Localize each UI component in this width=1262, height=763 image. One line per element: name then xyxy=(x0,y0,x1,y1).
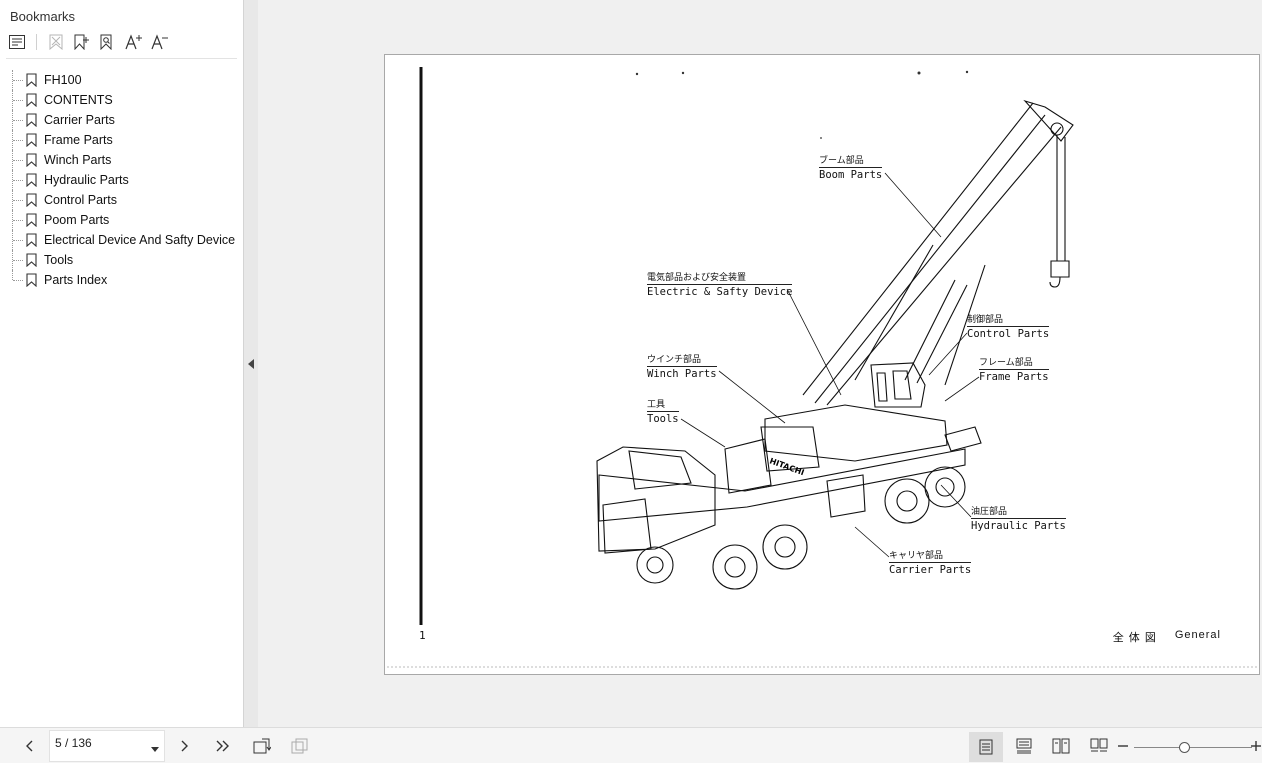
printed-page-number: 1 xyxy=(419,629,426,642)
two-page-icon xyxy=(1052,738,1070,754)
bookmark-label: Poom Parts xyxy=(44,213,110,227)
page-dropdown-icon[interactable] xyxy=(151,747,159,752)
enlarge-text-icon[interactable] xyxy=(123,32,145,52)
zoom-in-button[interactable] xyxy=(1250,736,1262,756)
panel-collapse-handle[interactable] xyxy=(244,0,258,727)
continuous-view-button[interactable] xyxy=(1013,736,1035,756)
bookmark-label: Parts Index xyxy=(44,273,108,287)
footer-jp: 全 体 図 xyxy=(1112,632,1157,644)
last-page-button[interactable] xyxy=(212,736,234,756)
rotate-icon xyxy=(253,738,271,754)
bookmark-label: Winch Parts xyxy=(44,153,112,167)
bookmark-icon xyxy=(24,92,38,108)
double-chevron-right-icon xyxy=(216,740,229,752)
bookmark-icon xyxy=(24,272,38,288)
previous-page-button[interactable] xyxy=(18,736,40,756)
footer-en: General xyxy=(1174,629,1221,641)
bookmark-label: Tools xyxy=(44,253,74,267)
delete-bookmark-icon[interactable] xyxy=(45,32,67,52)
bookmark-item[interactable]: Tools xyxy=(12,250,235,270)
zoom-slider-track[interactable] xyxy=(1134,747,1252,748)
page-footer-title: 全 体 図 General xyxy=(1113,629,1221,645)
bookmark-item[interactable]: FH100 xyxy=(12,70,235,90)
bookmark-icon xyxy=(24,192,38,208)
bookmark-item[interactable]: Carrier Parts xyxy=(12,110,235,130)
single-page-view-button[interactable] xyxy=(969,732,1003,762)
bookmark-icon xyxy=(24,112,38,128)
bookmark-label: Electrical Device And Safty Device xyxy=(44,233,236,247)
bookmark-label: FH100 xyxy=(44,73,82,87)
page-number-field[interactable]: 5 / 136 xyxy=(49,730,165,762)
bookmark-item[interactable]: Winch Parts xyxy=(12,150,235,170)
single-page-icon xyxy=(979,739,993,755)
zoom-slider-thumb[interactable] xyxy=(1178,742,1190,753)
bookmark-icon xyxy=(24,212,38,228)
plus-icon xyxy=(1251,741,1261,751)
bookmark-item[interactable]: Control Parts xyxy=(12,190,235,210)
zoom-out-button[interactable] xyxy=(1117,736,1129,756)
bookmark-icon xyxy=(24,172,38,188)
bookmark-label: Frame Parts xyxy=(44,133,113,147)
page-indicator: 5 / 136 xyxy=(55,736,92,750)
chevron-right-icon xyxy=(181,740,188,752)
two-page-view-button[interactable] xyxy=(1050,736,1072,756)
continuous-page-icon xyxy=(1016,738,1032,754)
bookmarks-toolbar xyxy=(6,32,175,52)
panel-title: Bookmarks xyxy=(10,9,76,24)
bookmark-label: Control Parts xyxy=(44,193,117,207)
bookmark-icon xyxy=(24,252,38,268)
outline-options-icon[interactable] xyxy=(6,32,28,52)
bookmark-label: Carrier Parts xyxy=(44,113,115,127)
bookmark-label: CONTENTS xyxy=(44,93,113,107)
bookmark-item[interactable]: CONTENTS xyxy=(12,90,235,110)
truck-brand-text: HITACHI xyxy=(768,456,805,477)
bookmark-icon xyxy=(24,72,38,88)
bookmark-item[interactable]: Frame Parts xyxy=(12,130,235,150)
bookmark-item[interactable]: Poom Parts xyxy=(12,210,235,230)
bookmark-item[interactable]: Electrical Device And Safty Device xyxy=(12,230,235,250)
add-bookmark-icon[interactable] xyxy=(71,32,93,52)
next-page-button[interactable] xyxy=(174,736,196,756)
copy-page-button[interactable] xyxy=(289,736,311,756)
minus-icon xyxy=(1118,745,1128,747)
chevron-left-icon xyxy=(26,740,33,752)
shrink-text-icon[interactable] xyxy=(149,32,171,52)
toolbar-divider xyxy=(6,58,237,59)
two-page-continuous-icon xyxy=(1090,738,1108,752)
bookmark-item[interactable]: Hydraulic Parts xyxy=(12,170,235,190)
rotate-page-button[interactable] xyxy=(251,736,273,756)
bookmark-label: Hydraulic Parts xyxy=(44,173,129,187)
bookmark-icon xyxy=(24,152,38,168)
navigation-bar: 5 / 136 xyxy=(0,727,1262,763)
bookmark-icon xyxy=(24,132,38,148)
bookmark-item[interactable]: Parts Index xyxy=(12,270,235,290)
toolbar-separator xyxy=(36,34,37,50)
copy-icon xyxy=(291,738,308,754)
bookmark-icon xyxy=(24,232,38,248)
crane-drawing: HITACHI xyxy=(387,67,1259,668)
two-page-continuous-button[interactable] xyxy=(1088,736,1110,756)
collapse-arrow-icon xyxy=(248,358,254,369)
find-bookmark-icon[interactable] xyxy=(97,32,119,52)
